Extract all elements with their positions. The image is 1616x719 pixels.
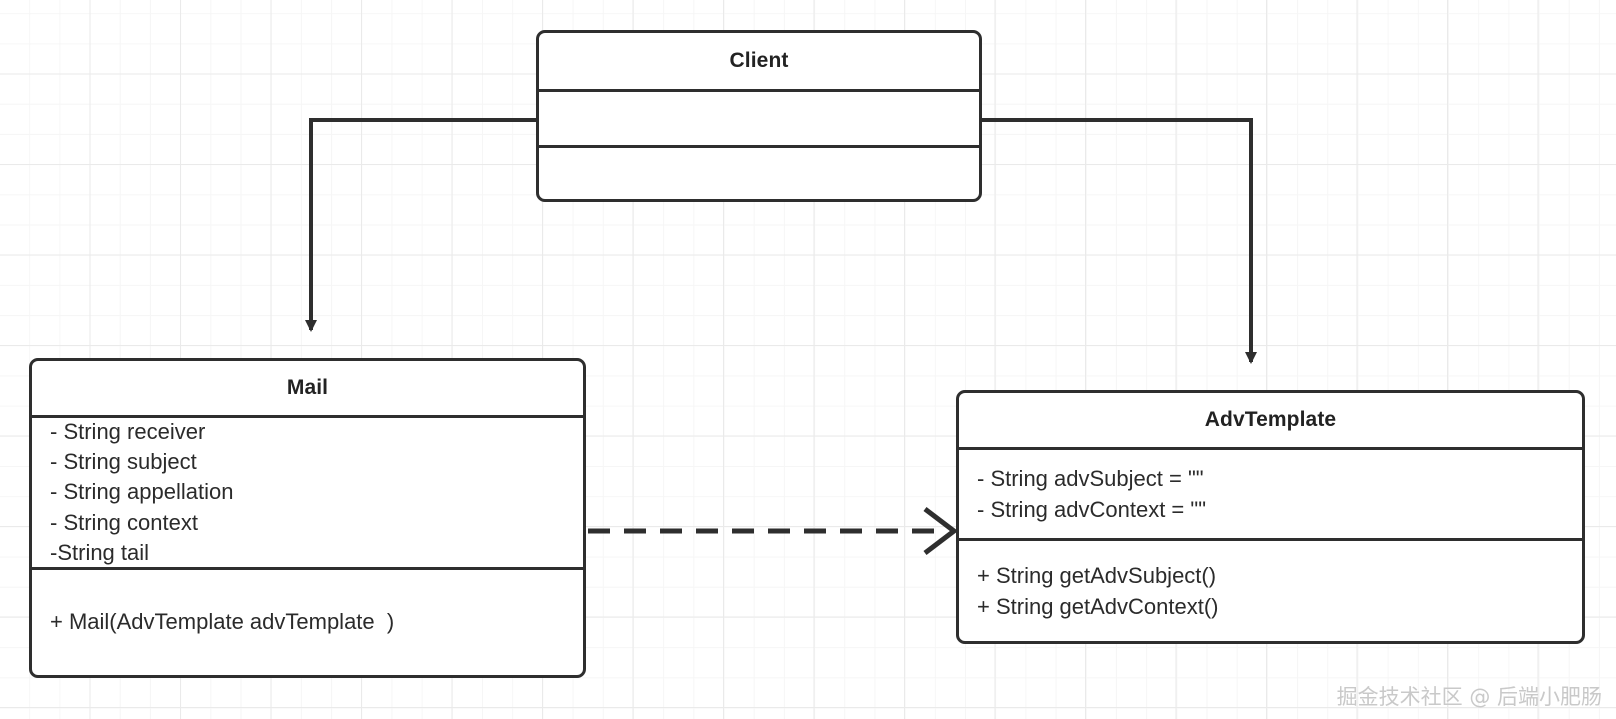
edge-client-to-mail [305,118,536,332]
attribute-row: - String receiver [50,418,206,444]
class-attributes-client [539,89,979,145]
class-operations-advtemplate: + String getAdvSubject() + String getAdv… [959,538,1582,641]
attribute-row: - String appellation [50,479,234,505]
uml-class-mail[interactable]: Mail - String receiver - String subject … [29,358,586,678]
edge-mail-to-advtemplate [588,507,959,555]
class-name-mail: Mail [286,376,329,399]
operation-row: + String getAdvSubject() [977,562,1217,588]
class-attributes-mail: - String receiver - String subject - Str… [32,415,583,567]
class-name-client: Client [729,49,789,72]
uml-class-advtemplate[interactable]: AdvTemplate - String advSubject = "" - S… [956,390,1585,644]
attribute-row: -String tail [50,540,150,566]
attribute-row: - String context [50,509,198,535]
attribute-row: - String subject [50,448,197,474]
class-name-advtemplate: AdvTemplate [1204,408,1337,431]
uml-class-client[interactable]: Client [536,30,982,202]
class-operations-client [539,145,979,199]
class-attributes-advtemplate: - String advSubject = "" - String advCon… [959,447,1582,538]
edge-client-to-advtemplate [982,118,1257,364]
attribute-row: - String advContext = "" [977,497,1207,522]
attribute-row: - String advSubject = "" [977,465,1204,491]
operation-row: + String getAdvContext() [977,594,1219,619]
class-operations-mail: + Mail(AdvTemplate advTemplate ) [32,567,583,675]
watermark-text: 掘金技术社区 @ 后端小肥肠 [1336,685,1602,709]
operation-row: + Mail(AdvTemplate advTemplate ) [50,609,395,635]
